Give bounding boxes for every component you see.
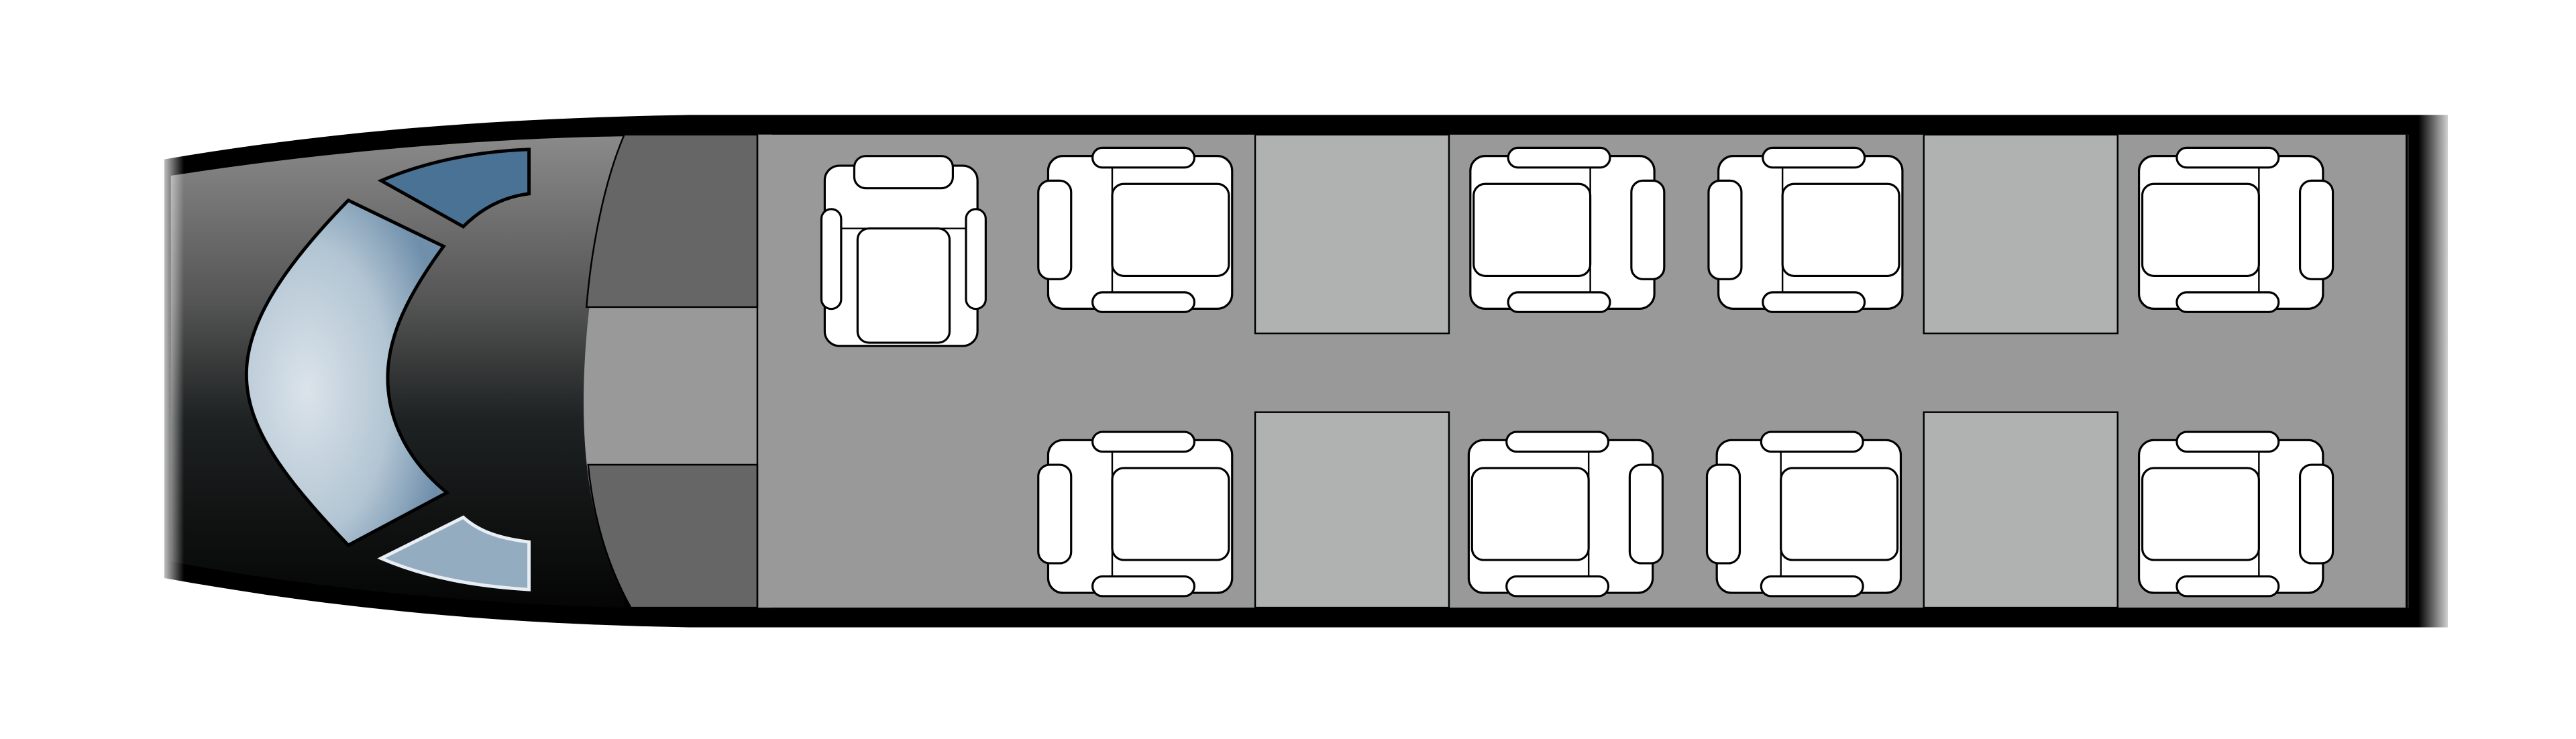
table-2-top [1923, 133, 2118, 335]
right-fade [2418, 98, 2455, 641]
seat-top-forward[interactable] [1469, 146, 1666, 313]
entry-block-top [585, 133, 759, 308]
entry-block-bottom [587, 463, 759, 609]
seat-bottom-forward[interactable] [1467, 431, 1664, 598]
seat-top-forward[interactable] [2137, 146, 2334, 313]
seat-bottom-forward[interactable] [2137, 431, 2334, 598]
table-2-bottom [1923, 411, 2118, 609]
seat-top-aft[interactable] [1707, 146, 1904, 313]
left-fade [158, 98, 184, 624]
seat-bottom-aft[interactable] [1705, 431, 1902, 598]
seat-top-aft[interactable] [1037, 146, 1234, 313]
seat-bottom-aft[interactable] [1037, 431, 1234, 598]
windshield-top [377, 148, 531, 229]
table-1-bottom [1254, 411, 1450, 609]
seat-top-forward[interactable] [820, 155, 987, 347]
table-1-top [1254, 133, 1450, 335]
windshield-bottom [377, 515, 531, 591]
cockpit-area [170, 136, 625, 608]
windshield-main [244, 198, 450, 548]
